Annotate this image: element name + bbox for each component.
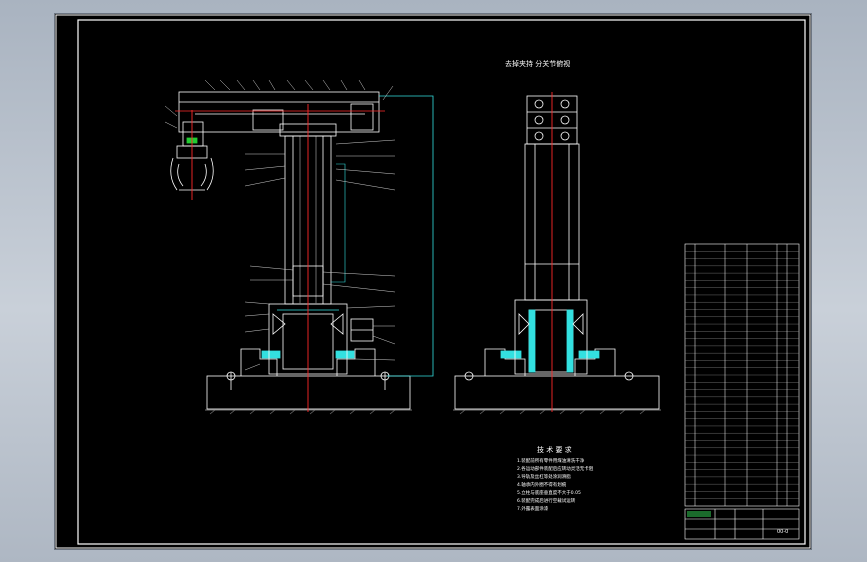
parts-list xyxy=(684,243,800,507)
title-block xyxy=(684,508,800,540)
note-line: 3.导轨及丝杠等处涂润滑脂 xyxy=(517,473,571,480)
title-block-code: 00-0 xyxy=(777,529,788,535)
side-view-title: 去掉夹持 分关节俯视 xyxy=(505,59,570,68)
technical-notes-title: 技 术 要 求 xyxy=(537,445,572,454)
note-line: 6.装配完成后进行空载试运转 xyxy=(517,497,576,504)
front-view xyxy=(164,79,434,415)
note-line: 7.外露表面涂漆 xyxy=(517,505,549,512)
cad-drawing: 去掉夹持 分关节俯视 技 术 要 求 1.装配前所有零件用煤油清洗干净 2.各运… xyxy=(55,14,811,549)
drawing-sheet: 去掉夹持 分关节俯视 技 术 要 求 1.装配前所有零件用煤油清洗干净 2.各运… xyxy=(55,14,811,549)
note-line: 5.立柱与底座垂直度不大于0.05 xyxy=(517,489,581,496)
note-line: 1.装配前所有零件用煤油清洗干净 xyxy=(517,457,585,464)
note-line: 4.轴承内外圈不得有划痕 xyxy=(517,481,567,488)
inner-border xyxy=(77,19,806,545)
note-line: 2.各运动部件装配后应转动灵活无卡阻 xyxy=(517,465,594,472)
side-view xyxy=(453,92,661,415)
technical-notes: 1.装配前所有零件用煤油清洗干净 2.各运动部件装配后应转动灵活无卡阻 3.导轨… xyxy=(517,457,594,512)
outer-border xyxy=(55,14,811,549)
